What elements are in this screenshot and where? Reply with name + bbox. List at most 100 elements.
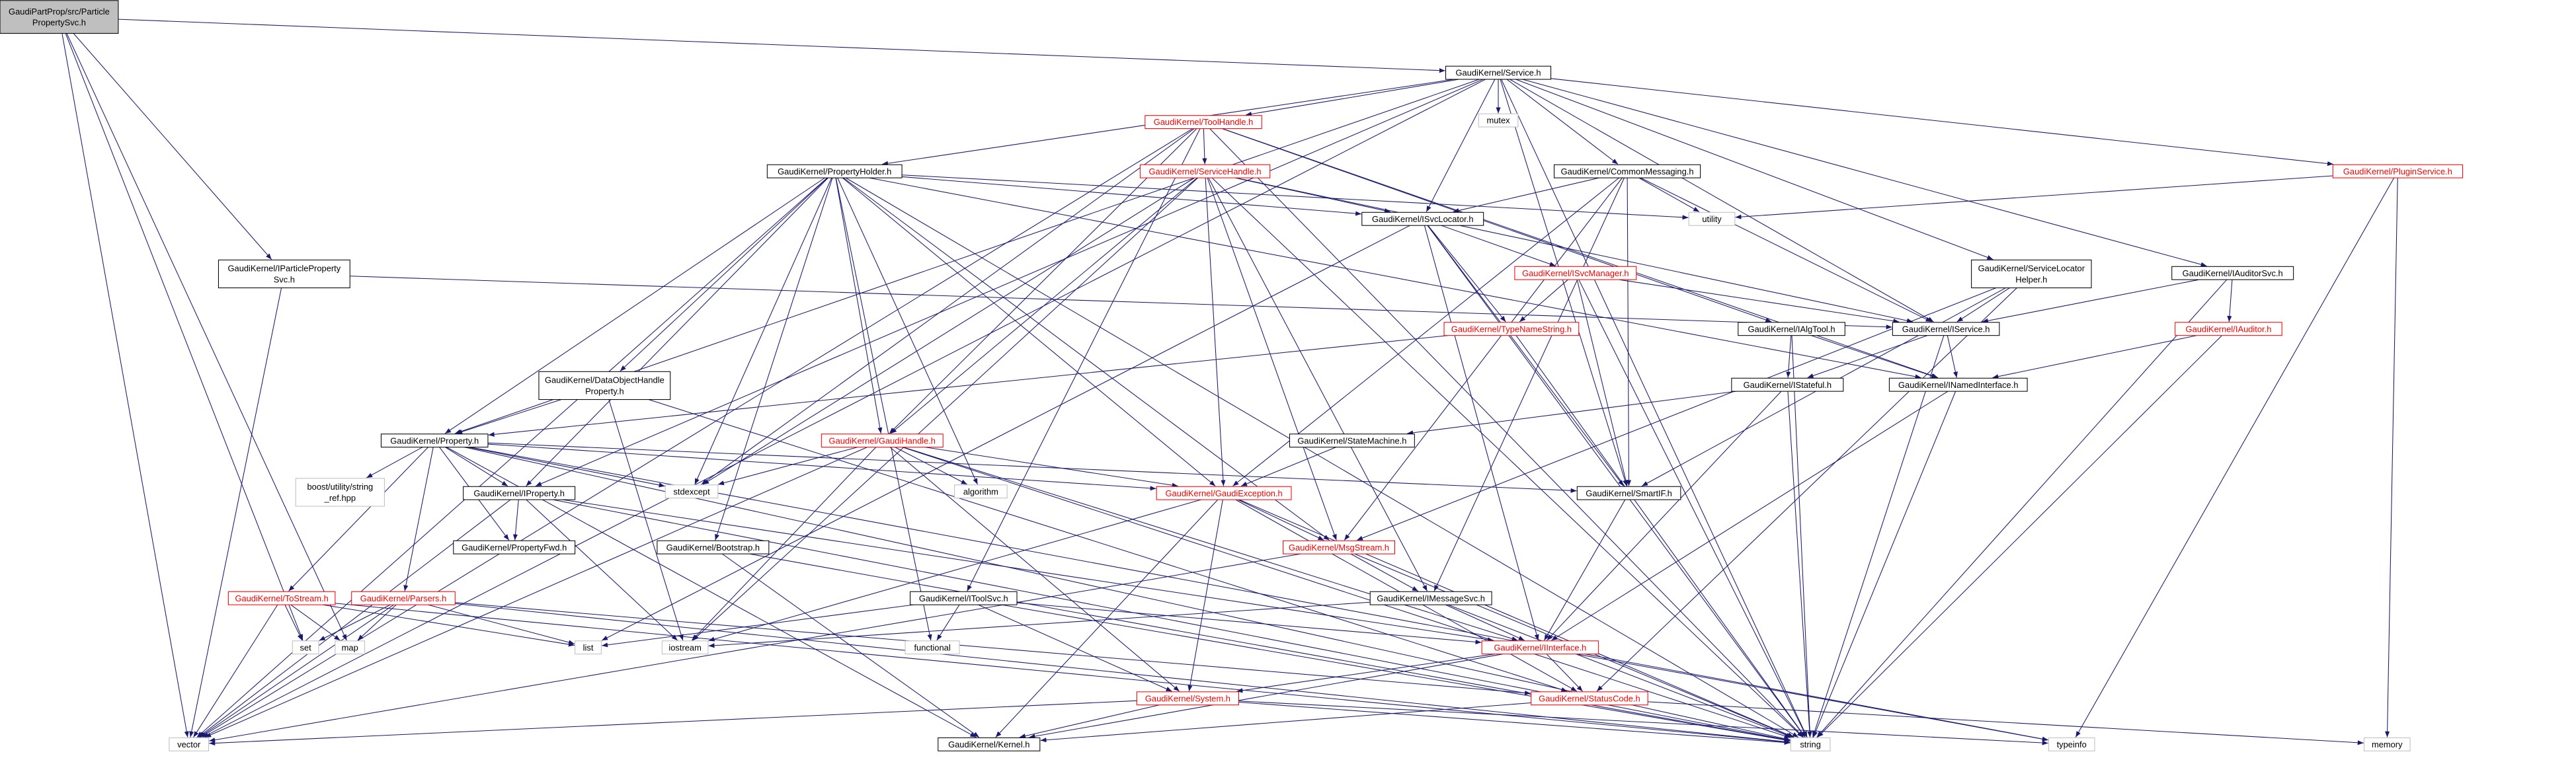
include-edge [1427, 225, 1624, 486]
include-edge [1208, 177, 1428, 591]
node-label: GaudiKernel/DataObjectHandle [545, 375, 664, 385]
header-file-node[interactable]: GaudiKernel/IAlgTool.h [1738, 322, 1845, 336]
node-box [664, 484, 719, 499]
node-label: GaudiKernel/IAlgTool.h [1748, 324, 1835, 334]
header-file-node[interactable]: GaudiKernel/IInterface.h [1481, 640, 1599, 655]
header-file-node[interactable]: GaudiKernel/System.h [1136, 691, 1239, 706]
node-label: GaudiKernel/IAuditor.h [2186, 324, 2272, 334]
node-box [218, 259, 350, 289]
include-edge [1735, 175, 2333, 219]
header-file-node[interactable]: GaudiKernel/TypeNameString.h [1443, 322, 1580, 336]
node-box [938, 737, 1041, 751]
include-edge [845, 177, 1799, 738]
node-label: GaudiKernel/Parsers.h [360, 593, 447, 603]
include-edge [902, 176, 1362, 216]
node-box [351, 591, 456, 605]
node-label: utility [1702, 214, 1722, 224]
system-header-node: string [1790, 737, 1831, 751]
header-file-node[interactable]: GaudiKernel/ServiceHandle.h [1139, 164, 1271, 178]
header-file-node[interactable]: GaudiKernel/PropertyHolder.h [766, 164, 903, 178]
include-edge [1207, 177, 1337, 541]
include-edge [526, 499, 678, 641]
edge-layer [61, 19, 2398, 746]
node-box [1156, 486, 1292, 500]
include-edge [1428, 225, 1506, 322]
include-edge [708, 499, 1201, 642]
include-edge [1956, 287, 2010, 322]
node-label: functional [914, 642, 950, 652]
include-edge [198, 499, 511, 738]
header-file-node[interactable]: GaudiKernel/ISvcManager.h [1514, 266, 1637, 280]
header-file-node[interactable]: GaudiKernel/IProperty.h [463, 486, 576, 500]
header-file-node[interactable]: GaudiKernel/IStateful.h [1731, 377, 1844, 392]
node-box [905, 640, 960, 655]
header-file-node[interactable]: GaudiKernel/PropertyFwd.h [453, 540, 576, 554]
node-box [2171, 266, 2294, 280]
include-edge [1426, 79, 1496, 212]
node-box [1136, 691, 1239, 706]
header-file-node[interactable]: GaudiKernel/GaudiException.h [1156, 486, 1292, 500]
node-label: map [342, 642, 358, 652]
node-label: iostream [668, 642, 702, 652]
node-label: GaudiKernel/StateMachine.h [1297, 436, 1406, 445]
header-file-node[interactable]: GaudiKernel/Service.h [1445, 65, 1552, 80]
include-edge [1817, 335, 2222, 738]
include-edge [562, 499, 1494, 642]
include-edge [209, 553, 1301, 743]
include-edge [1551, 391, 1949, 641]
header-file-node[interactable]: GaudiKernel/SmartIF.h [1576, 486, 1681, 500]
node-label: GaudiKernel/IToolSvc.h [919, 593, 1008, 603]
header-file-node[interactable]: GaudiKernel/IService.h [1892, 322, 2000, 336]
include-edge [1500, 79, 1628, 486]
node-label: list [583, 642, 594, 652]
header-file-node[interactable]: GaudiKernel/GaudiHandle.h [821, 434, 944, 448]
node-label: GaudiKernel/Service.h [1455, 68, 1541, 78]
include-edge [403, 447, 434, 591]
node-label: GaudiKernel/IAuditorSvc.h [2183, 268, 2283, 278]
header-file-node[interactable]: GaudiKernel/MsgStream.h [1283, 540, 1396, 554]
header-file-node[interactable]: GaudiKernel/IMessageSvc.h [1369, 591, 1492, 605]
include-edge [717, 447, 858, 486]
system-header-node: map [335, 640, 366, 655]
node-box [538, 371, 671, 400]
node-label: GaudiKernel/TypeNameString.h [1451, 324, 1572, 334]
node-label: GaudiKernel/IParticleProperty [227, 264, 341, 274]
header-file-node[interactable]: GaudiKernel/ISvcLocator.h [1361, 211, 1484, 226]
header-file-node[interactable]: GaudiKernel/IAuditor.h [2175, 322, 2282, 336]
header-file-node[interactable]: GaudiKernel/Parsers.h [351, 591, 456, 605]
include-edge [428, 604, 575, 645]
node-box [2048, 737, 2095, 751]
header-file-node[interactable]: GaudiKernel/Bootstrap.h [657, 540, 770, 554]
header-file-node[interactable]: GaudiKernel/StateMachine.h [1289, 434, 1415, 448]
include-edge [903, 447, 1518, 641]
include-edge [1992, 335, 2197, 379]
include-edge [1424, 225, 1539, 641]
header-file-node[interactable]: GaudiKernel/ToStream.h [227, 591, 336, 605]
include-edge [1040, 702, 1531, 743]
header-file-node[interactable]: GaudiKernel/IAuditorSvc.h [2171, 266, 2294, 280]
include-edge [1578, 279, 1808, 738]
node-box [463, 486, 576, 500]
node-box [2332, 164, 2464, 178]
include-edge [1947, 335, 1958, 378]
header-file-node[interactable]: GaudiKernel/CommonMessaging.h [1553, 164, 1701, 178]
include-edge [890, 177, 1197, 434]
system-header-node: set [292, 640, 319, 655]
include-edge [1236, 654, 1495, 693]
header-file-node[interactable]: GaudiKernel/Kernel.h [938, 737, 1041, 751]
include-edge [1433, 177, 1625, 591]
header-file-node[interactable]: GaudiKernel/StatusCode.h [1531, 691, 1648, 706]
header-file-node[interactable]: GaudiKernel/IToolSvc.h [909, 591, 1018, 605]
header-file-node[interactable]: GaudiKernel/ToolHandle.h [1145, 115, 1262, 130]
include-edge [692, 177, 1199, 641]
header-file-node[interactable]: GaudiKernel/INamedInterface.h [1888, 377, 2028, 392]
node-box [766, 164, 903, 178]
include-edge [1205, 178, 1226, 486]
header-file-node[interactable]: GaudiKernel/PluginService.h [2332, 164, 2464, 178]
include-edge [456, 399, 562, 434]
header-file-node[interactable]: GaudiKernel/Property.h [380, 434, 489, 448]
